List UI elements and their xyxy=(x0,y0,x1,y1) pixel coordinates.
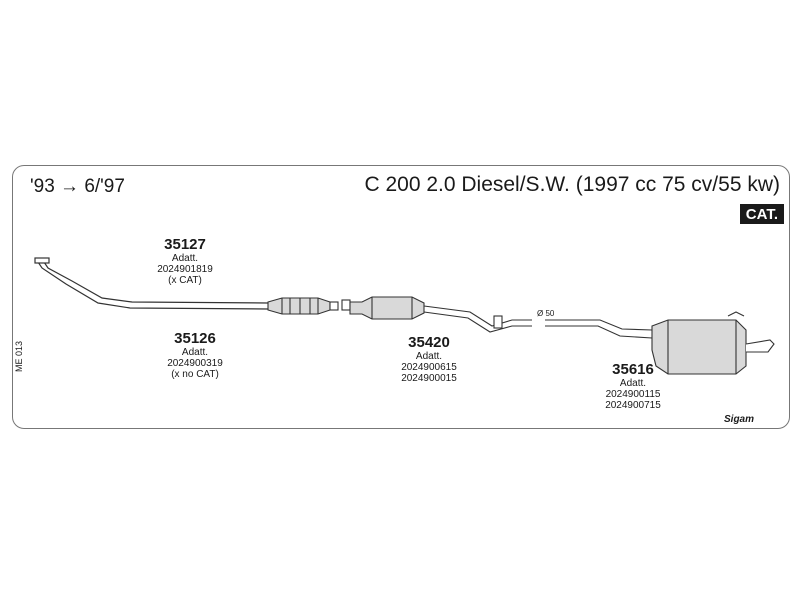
part-label-35616: 35616 Adatt. 2024900115 2024900715 xyxy=(588,361,678,411)
part-label-35127: 35127 Adatt. 2024901819 (x CAT) xyxy=(140,236,230,286)
part-line: (x CAT) xyxy=(168,275,202,286)
part-line: 2024900715 xyxy=(605,400,661,411)
diagram-code: ME 013 xyxy=(14,340,24,372)
part-line: Adatt. xyxy=(415,351,443,362)
part-number: 35126 xyxy=(174,330,216,347)
part-label-35126: 35126 Adatt. 2024900319 (x no CAT) xyxy=(150,330,240,380)
vehicle-model-title: C 200 2.0 Diesel/S.W. (1997 cc 75 cv/55 … xyxy=(364,173,780,196)
date-range: '93 → 6/'97 xyxy=(30,176,125,197)
part-line: Adatt. xyxy=(171,253,199,264)
brand-logo: Sigam xyxy=(724,414,755,425)
middle-silencer-pipe xyxy=(341,296,532,333)
front-pipe-catalyst xyxy=(267,297,339,315)
catalyst-badge: CAT. xyxy=(739,204,784,224)
rear-silencer xyxy=(545,311,775,375)
part-line: Adatt. xyxy=(619,378,647,389)
part-line: 2024900015 xyxy=(401,373,457,384)
part-line: 2024900615 xyxy=(401,362,457,373)
part-line: 2024900319 xyxy=(167,358,223,369)
part-number: 35616 xyxy=(612,361,654,378)
part-line: (x no CAT) xyxy=(171,369,219,380)
part-number: 35127 xyxy=(164,236,206,253)
front-pipe xyxy=(34,257,269,310)
part-line: Adatt. xyxy=(181,347,209,358)
pipe-diameter-label: Ø 50 xyxy=(537,309,555,318)
part-line: 2024901819 xyxy=(157,264,213,275)
part-label-35420: 35420 Adatt. 2024900615 2024900015 xyxy=(384,334,474,384)
part-number: 35420 xyxy=(408,334,450,351)
part-line: 2024900115 xyxy=(605,389,661,400)
